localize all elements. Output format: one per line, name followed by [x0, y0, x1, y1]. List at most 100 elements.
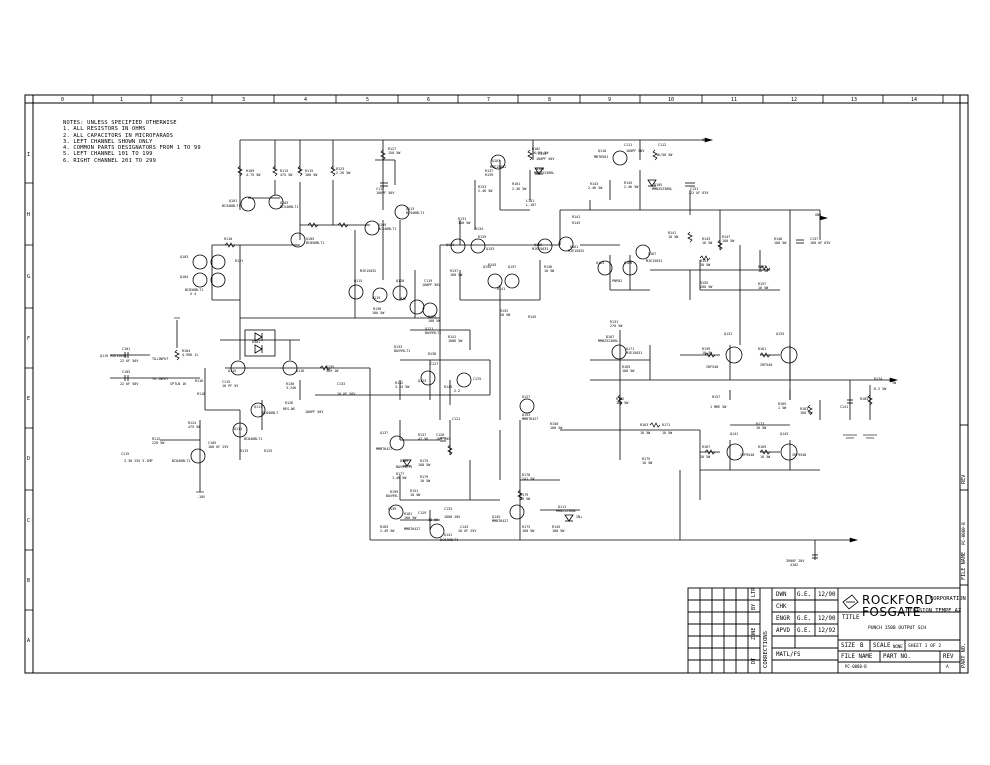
- part-label: R151: [700, 259, 708, 263]
- part-label: GND: [815, 213, 821, 217]
- part-label: 150 5W: [388, 151, 401, 155]
- part-label: R175: [420, 459, 428, 463]
- part-label: Q116: [296, 369, 304, 373]
- part-label: 100 20V: [436, 437, 450, 441]
- file-name-label: FILE NAME: [841, 654, 873, 660]
- part-label: C121: [452, 417, 460, 421]
- part-label: 2.4K 5W: [478, 189, 493, 193]
- part-label: R125: [264, 449, 272, 453]
- part-label: 270 5W: [610, 324, 623, 328]
- part-label: R183: [800, 407, 808, 411]
- part-label: MJE15031: [646, 259, 662, 263]
- capacitors: [124, 182, 853, 559]
- part-label: R173: [522, 525, 530, 529]
- part-label: R131: [610, 320, 618, 324]
- part-label: Q101: [229, 199, 237, 203]
- column-ticks: [92, 95, 944, 103]
- part-label: BC546BLT1: [280, 205, 298, 209]
- part-label: C137: [810, 237, 818, 241]
- part-label: 10 UF 25V: [458, 529, 476, 533]
- part-label: 390UF 20V: [786, 559, 804, 563]
- part-label: R143: [590, 182, 598, 186]
- part-label: C141: [840, 405, 848, 409]
- row-ticks: [25, 182, 33, 611]
- part-label: R135: [326, 365, 334, 369]
- part-label: MMBT6427: [404, 527, 420, 531]
- part-label: 3.24 5W: [395, 385, 410, 389]
- part-label: 100PF 50V: [626, 149, 644, 153]
- zone-label: ZONE: [751, 627, 757, 641]
- part-label: 10 5W: [520, 497, 531, 501]
- part-label: Q109: [378, 223, 386, 227]
- part-label: 10 5W: [702, 351, 713, 355]
- part-label: R109: [246, 169, 254, 173]
- file-name-value: PC-0080-B: [845, 664, 867, 669]
- part-label: 10 5W: [500, 313, 511, 317]
- rev-value: A: [946, 665, 949, 670]
- part-label: C125: [473, 377, 481, 381]
- notes-line: 6. RIGHT CHANNEL 201 TO 299: [63, 157, 157, 164]
- part-label: Q151: [446, 243, 454, 247]
- part-label: Q161: [570, 245, 578, 249]
- part-label: 4.75 5W: [246, 173, 261, 177]
- rockford-logo-mark: [842, 594, 859, 610]
- part-label: BC546BLT1: [406, 211, 424, 215]
- part-label: R179: [520, 493, 528, 497]
- side-file-name-label: FILE NAME: [961, 551, 967, 580]
- col-label: 12: [791, 97, 797, 103]
- part-label: Q171: [626, 347, 634, 351]
- part-label: 10 5W: [640, 431, 651, 435]
- part-label: 475 5W: [280, 173, 293, 177]
- dt-label: DT: [751, 657, 757, 664]
- company-name-line1: ROCKFORD: [862, 593, 934, 607]
- part-label: R110: [224, 237, 232, 241]
- part-label: MMBZ5236BL: [652, 187, 672, 191]
- part-label: R173: [756, 422, 764, 426]
- part-label: R145: [552, 525, 560, 529]
- part-label: R138: [428, 352, 436, 356]
- part-label: R145: [488, 263, 496, 267]
- part-label: R142: [395, 381, 403, 385]
- part-label: Q163: [596, 261, 604, 265]
- part-label: R159: [702, 347, 710, 351]
- part-label: Q159: [534, 243, 542, 247]
- part-label: R134: [475, 227, 483, 231]
- part-label: 100K 5W: [448, 339, 463, 343]
- part-label: 100 5W: [622, 369, 635, 373]
- part-label: BAV99LT1: [394, 349, 410, 353]
- part-label: Q119 MJE15030: [100, 354, 127, 358]
- part-label: 10 5W: [702, 241, 713, 245]
- part-label: 2.2K 5W: [336, 171, 351, 175]
- part-label: IN: [892, 381, 896, 385]
- part-label: MJE15032: [490, 165, 506, 169]
- part-label: R112: [152, 437, 160, 441]
- part-label: 220 5W: [152, 441, 165, 445]
- row-label: C: [27, 518, 30, 524]
- part-label: 2.49 5W: [380, 529, 395, 533]
- title-block-frame: [687, 587, 961, 674]
- part-label: Q131: [724, 332, 732, 336]
- part-label: R157: [758, 282, 766, 286]
- row-label: B: [27, 578, 30, 584]
- part-label: 47.5K: [418, 437, 429, 441]
- part-label: D101: [252, 340, 260, 344]
- row-labels: I H G F E D C B A: [27, 152, 30, 644]
- part-label: 1000 20V: [444, 515, 460, 519]
- part-label: 4102: [790, 563, 798, 567]
- part-label: Q123: [418, 379, 426, 383]
- col-label: 9: [608, 97, 611, 103]
- part-label: Q119: [372, 296, 380, 300]
- row-label: I: [27, 152, 30, 158]
- part-label: 100 5W: [522, 529, 535, 533]
- part-label: Q137: [380, 431, 388, 435]
- part-label: R183: [380, 525, 388, 529]
- part-label: R161: [758, 347, 766, 351]
- part-label: 10 5W: [756, 426, 767, 430]
- part-label: R118: [197, 392, 205, 396]
- part-label: R181: [404, 512, 412, 516]
- scale-label: SCALE: [873, 643, 891, 649]
- part-label: -18V: [197, 495, 205, 499]
- part-label: MMBZ5236BL: [556, 509, 576, 513]
- engr-date: 12/90: [818, 616, 836, 622]
- part-label: R136: [286, 382, 294, 386]
